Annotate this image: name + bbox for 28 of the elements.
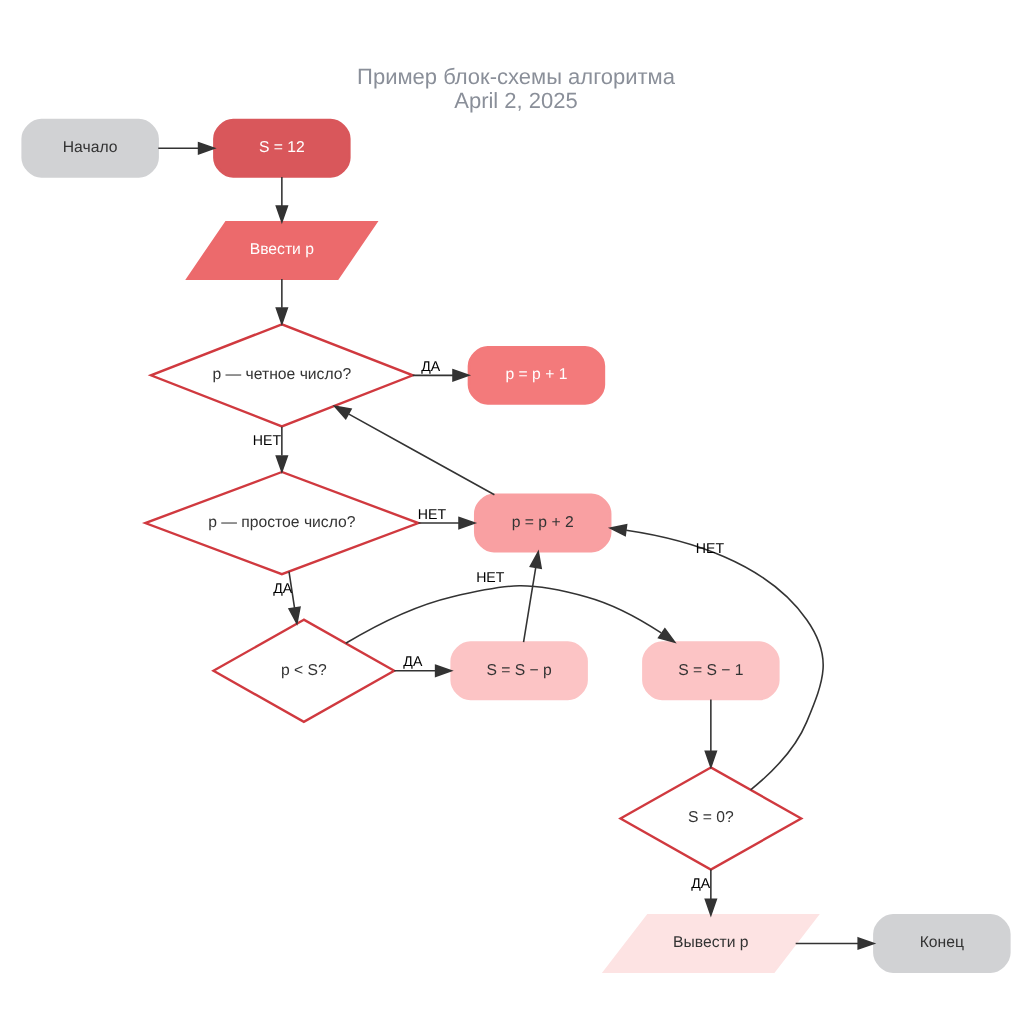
arrow — [607, 523, 824, 791]
arrow — [704, 868, 718, 918]
node-box: S = S − p — [450, 641, 588, 701]
node-diamond: p — четное число? — [147, 323, 417, 428]
node-box: S = S − 1 — [642, 641, 780, 701]
node-diamond: p < S? — [211, 618, 397, 724]
arrow — [411, 368, 472, 382]
arrow — [332, 405, 496, 496]
diagram-title: Пример блок-схемы алгоритма — [357, 66, 675, 91]
arrow — [417, 516, 478, 530]
arrow — [275, 278, 289, 327]
node-diamond: p — простое число? — [141, 470, 422, 576]
arrow — [275, 176, 289, 225]
arrow — [522, 549, 543, 643]
node-box: p = p + 2 — [473, 493, 612, 553]
node-box: Конец — [873, 913, 1011, 973]
arrow — [275, 425, 289, 475]
node-diamond: S = 0? — [618, 766, 804, 871]
arrow — [393, 664, 454, 678]
arrow — [287, 570, 301, 626]
arrow — [704, 698, 718, 770]
node-box: p = p + 1 — [467, 345, 606, 405]
arrow — [794, 936, 877, 951]
node-box: Начало — [21, 118, 159, 178]
node-box: S = 12 — [213, 118, 351, 178]
arrow — [157, 141, 217, 155]
arrow — [345, 585, 677, 644]
caption: April 2, 2025 — [454, 89, 578, 114]
